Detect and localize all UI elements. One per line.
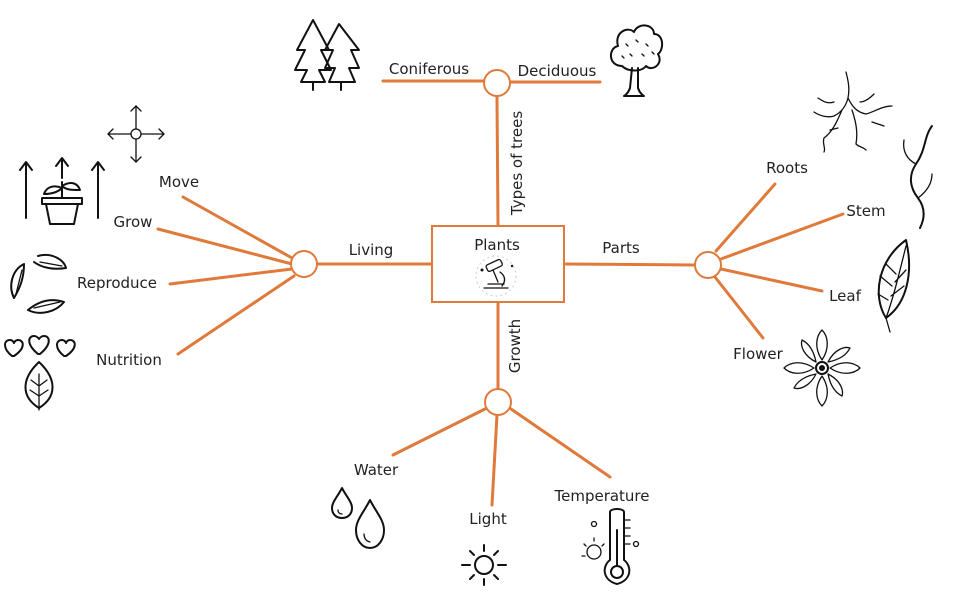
hearts-leaf-icon xyxy=(4,335,76,411)
line-center-types xyxy=(495,95,500,228)
hub-growth xyxy=(484,388,512,416)
label-water: Water xyxy=(354,461,399,479)
line-growth-temperature xyxy=(509,407,612,479)
label-roots: Roots xyxy=(766,159,808,177)
branch-growth-label: Growth xyxy=(506,319,524,373)
label-light: Light xyxy=(469,510,507,528)
move-arrows-icon xyxy=(107,105,165,163)
label-reproduce: Reproduce xyxy=(77,274,157,292)
line-living-nutrition xyxy=(176,274,296,356)
branch-parts-label: Parts xyxy=(602,239,640,257)
recycle-leaves-icon xyxy=(10,254,67,314)
potted-plant-growth-icon xyxy=(19,157,105,225)
line-center-parts xyxy=(562,262,696,267)
flower-icon xyxy=(783,329,861,407)
line-parts-leaf xyxy=(719,267,824,293)
label-move: Move xyxy=(159,173,199,191)
line-growth-water xyxy=(391,406,489,457)
line-living-reproduce xyxy=(168,267,294,286)
label-flower: Flower xyxy=(733,345,783,363)
line-living-grow xyxy=(156,227,294,266)
thermometer-icon xyxy=(581,508,640,585)
deciduous-tree-icon xyxy=(610,24,664,97)
label-leaf: Leaf xyxy=(829,287,862,305)
label-grow: Grow xyxy=(114,213,153,231)
branch-living-label: Living xyxy=(349,241,394,259)
hub-types xyxy=(483,69,511,97)
hub-parts xyxy=(694,251,722,279)
label-coniferous: Coniferous xyxy=(389,60,469,78)
hub-living xyxy=(290,250,318,278)
stem-icon xyxy=(902,125,933,229)
label-temperature: Temperature xyxy=(553,487,649,505)
line-parts-roots xyxy=(714,182,777,253)
center-box xyxy=(431,225,565,303)
center-node: Plants xyxy=(431,225,565,303)
line-growth-light xyxy=(490,413,499,507)
line-parts-stem xyxy=(719,212,845,261)
pine-trees-icon xyxy=(294,19,360,91)
label-deciduous: Deciduous xyxy=(518,62,597,80)
sun-icon xyxy=(461,544,507,586)
label-stem: Stem xyxy=(846,202,885,220)
line-living-move xyxy=(181,195,294,260)
water-drops-icon xyxy=(331,487,385,549)
center-label: Plants xyxy=(474,236,520,254)
roots-icon xyxy=(813,71,893,153)
label-nutrition: Nutrition xyxy=(96,351,162,369)
leaf-icon xyxy=(877,239,910,333)
connectors xyxy=(156,79,845,507)
branch-types-label: Types of trees xyxy=(508,111,526,216)
line-parts-flower xyxy=(713,275,765,340)
microscope-icon xyxy=(475,255,517,297)
